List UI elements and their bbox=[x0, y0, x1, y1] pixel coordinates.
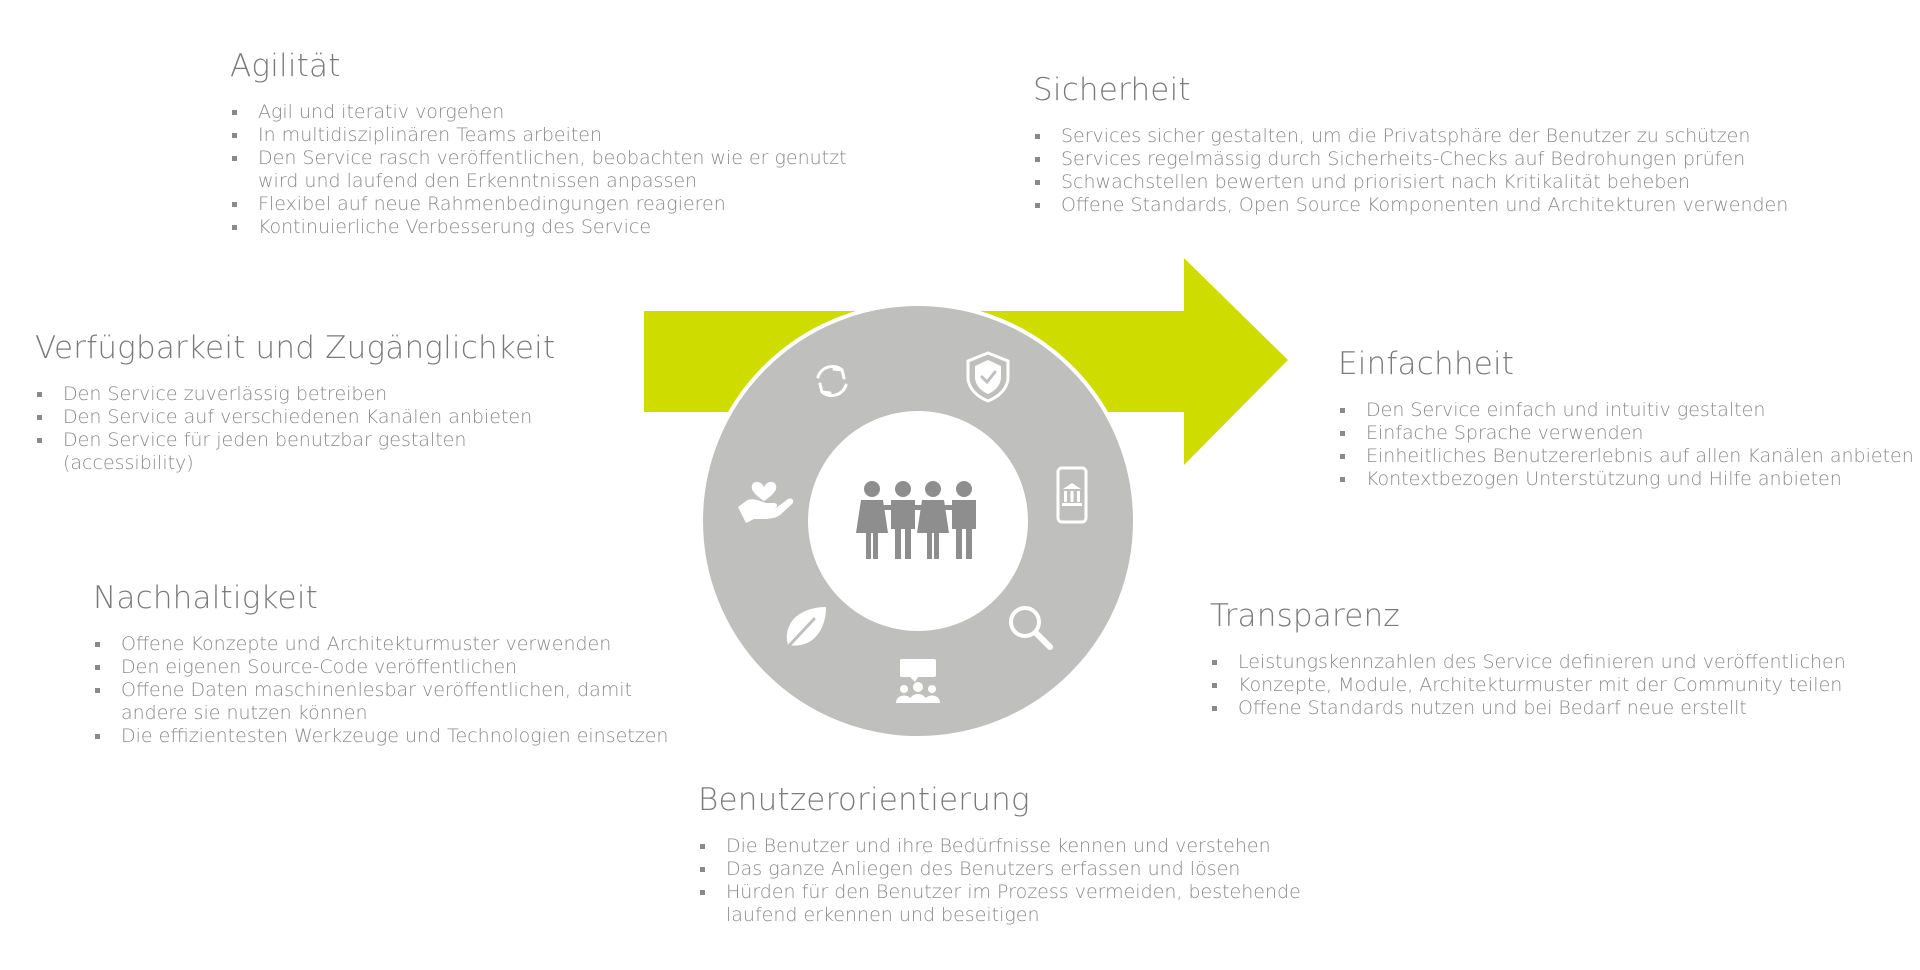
list-item: Leistungskennzahlen des Service definier… bbox=[1210, 651, 1890, 674]
list-item: Offene Konzepte und Architekturmuster ve… bbox=[93, 633, 693, 656]
list-item: Kontextbezogen Unterstützung und Hilfe a… bbox=[1338, 468, 1918, 491]
list-item: Services regelmässig durch Sicherheits-C… bbox=[1033, 148, 1893, 171]
section-agilitaet: Agilität Agil und iterativ vorgehen In m… bbox=[230, 48, 870, 239]
list-einfachheit: Den Service einfach und intuitiv gestalt… bbox=[1338, 399, 1918, 491]
section-transparenz: Transparenz Leistungskennzahlen des Serv… bbox=[1210, 598, 1890, 720]
list-benutzerorientierung: Die Benutzer und ihre Bedürfnisse kennen… bbox=[698, 835, 1338, 927]
heart-hand-icon bbox=[738, 481, 794, 523]
list-item: Services sicher gestalten, um die Privat… bbox=[1033, 125, 1893, 148]
mobile-government-icon bbox=[1056, 466, 1088, 524]
ring-inner bbox=[808, 411, 1028, 631]
list-item: Das ganze Anliegen des Benutzers erfasse… bbox=[698, 858, 1338, 881]
list-item: Hürden für den Benutzer im Prozess verme… bbox=[698, 881, 1338, 927]
community-chat-icon bbox=[896, 659, 940, 703]
list-item: Offene Standards nutzen und bei Bedarf n… bbox=[1210, 697, 1890, 720]
section-benutzerorientierung: Benutzerorientierung Die Benutzer und ih… bbox=[698, 782, 1338, 927]
list-item: Den Service zuverlässig betreiben bbox=[35, 383, 595, 406]
list-item: Kontinuierliche Verbesserung des Service bbox=[230, 216, 870, 239]
shield-check-icon bbox=[966, 351, 1010, 403]
list-item: Den Service für jeden benutzbar gestalte… bbox=[35, 429, 595, 475]
list-item: Konzepte, Module, Architekturmuster mit … bbox=[1210, 674, 1890, 697]
list-item: Den Service auf verschiedenen Kanälen an… bbox=[35, 406, 595, 429]
section-title-sicherheit: Sicherheit bbox=[1033, 72, 1191, 108]
list-item: Agil und iterativ vorgehen bbox=[230, 101, 870, 124]
leaf-icon bbox=[784, 607, 826, 651]
refresh-icon bbox=[816, 365, 848, 397]
section-nachhaltigkeit: Nachhaltigkeit Offene Konzepte und Archi… bbox=[93, 580, 693, 748]
section-einfachheit: Einfachheit Den Service einfach und intu… bbox=[1338, 346, 1918, 491]
section-title-agilitaet: Agilität bbox=[230, 48, 341, 84]
section-title-nachhaltigkeit: Nachhaltigkeit bbox=[93, 580, 318, 616]
list-item: Schwachstellen bewerten und priorisiert … bbox=[1033, 171, 1893, 194]
section-title-benutzerorientierung: Benutzerorientierung bbox=[698, 782, 1030, 818]
list-sicherheit: Services sicher gestalten, um die Privat… bbox=[1033, 125, 1893, 217]
list-nachhaltigkeit: Offene Konzepte und Architekturmuster ve… bbox=[93, 633, 693, 748]
list-item: Die Benutzer und ihre Bedürfnisse kennen… bbox=[698, 835, 1338, 858]
list-verfuegbarkeit: Den Service zuverlässig betreiben Den Se… bbox=[35, 383, 595, 475]
principles-diagram bbox=[644, 258, 1288, 740]
list-item: Die effizientesten Werkzeuge und Technol… bbox=[93, 725, 693, 748]
section-title-transparenz: Transparenz bbox=[1210, 598, 1400, 634]
list-item: Offene Daten maschinenlesbar veröffentli… bbox=[93, 679, 693, 725]
list-item: Flexibel auf neue Rahmenbedingungen reag… bbox=[230, 193, 870, 216]
list-item: In multidisziplinären Teams arbeiten bbox=[230, 124, 870, 147]
list-agilitaet: Agil und iterativ vorgehen In multidiszi… bbox=[230, 101, 870, 239]
section-sicherheit: Sicherheit Services sicher gestalten, um… bbox=[1033, 72, 1893, 217]
list-item: Den eigenen Source-Code veröffentlichen bbox=[93, 656, 693, 679]
section-title-verfuegbarkeit: Verfügbarkeit und Zugänglichkeit bbox=[35, 330, 556, 366]
list-item: Einheitliches Benutzererlebnis auf allen… bbox=[1338, 445, 1918, 468]
list-item: Den Service einfach und intuitiv gestalt… bbox=[1338, 399, 1918, 422]
section-verfuegbarkeit: Verfügbarkeit und Zugänglichkeit Den Ser… bbox=[35, 330, 595, 475]
list-transparenz: Leistungskennzahlen des Service definier… bbox=[1210, 651, 1890, 720]
section-title-einfachheit: Einfachheit bbox=[1338, 346, 1515, 382]
list-item: Offene Standards, Open Source Komponente… bbox=[1033, 194, 1893, 217]
list-item: Den Service rasch veröffentlichen, beoba… bbox=[230, 147, 870, 193]
people-group-icon bbox=[856, 481, 976, 559]
list-item: Einfache Sprache verwenden bbox=[1338, 422, 1918, 445]
search-icon bbox=[1009, 606, 1053, 650]
